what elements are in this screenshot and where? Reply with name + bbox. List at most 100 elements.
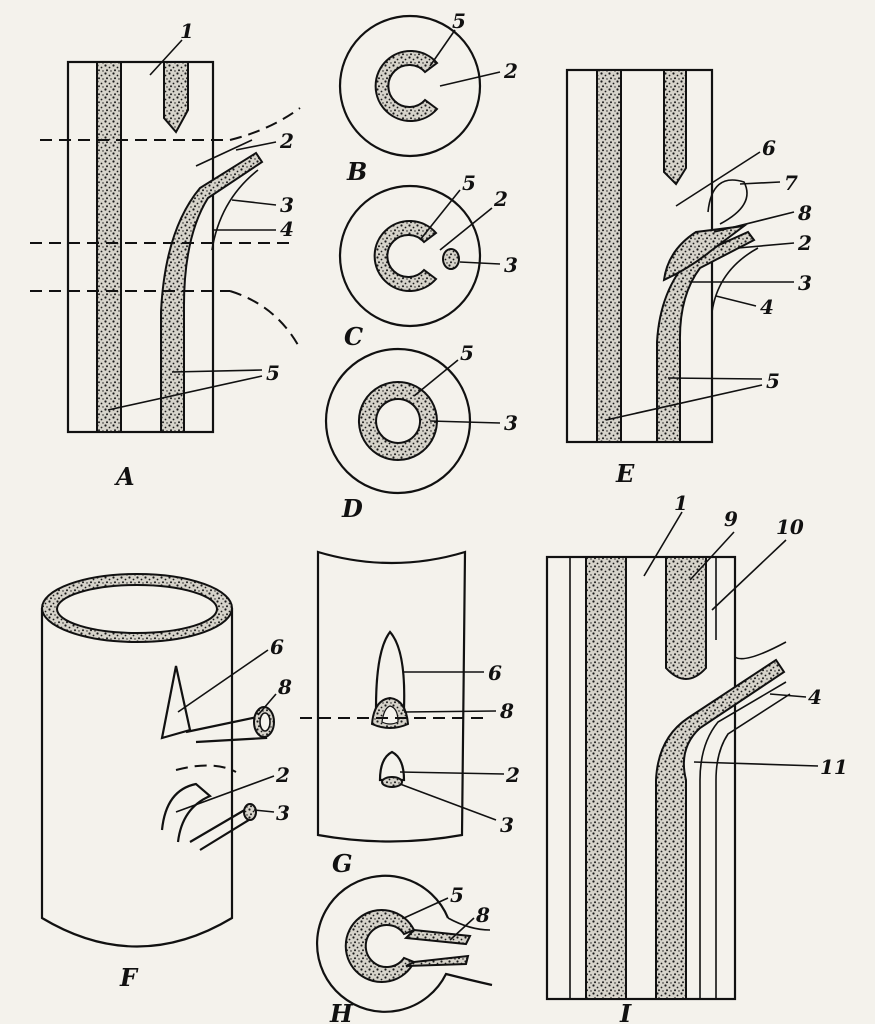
panel-a: 1 2 3 4 5 A — [30, 19, 301, 491]
inner-wall-left — [585, 556, 627, 1000]
num-3: 3 — [280, 193, 294, 217]
num-2: 2 — [503, 59, 518, 83]
leader-2 — [737, 242, 795, 249]
outer-circle — [316, 874, 493, 1013]
leader-3 — [399, 783, 497, 821]
panel-label-h: H — [329, 999, 354, 1024]
panel-g: 6 8 2 3 G — [300, 550, 520, 878]
panel-label-f: F — [119, 963, 139, 992]
leader-3 — [429, 420, 501, 424]
branch-mouth-lumen — [259, 712, 271, 732]
c-shaped-wall — [374, 50, 439, 122]
panel-h: 5 8 H — [316, 874, 493, 1024]
leader-2 — [439, 207, 493, 251]
inner-wall-left — [96, 61, 122, 433]
ring-wall — [357, 381, 438, 461]
leader-11 — [693, 761, 819, 767]
leader-4 — [715, 295, 757, 307]
leader-6 — [177, 649, 269, 713]
num-4: 4 — [280, 217, 294, 241]
outer-branch-a — [734, 641, 787, 660]
num-7: 7 — [784, 171, 798, 195]
num-2: 2 — [493, 187, 508, 211]
leader-3 — [231, 199, 277, 206]
num-5: 5 — [460, 341, 474, 365]
leader-5 — [429, 29, 456, 67]
leader-4 — [769, 693, 807, 698]
leader-1 — [149, 39, 183, 76]
leader-5 — [403, 897, 449, 919]
num-8: 8 — [475, 903, 490, 927]
panel-d: 5 3 D — [324, 341, 518, 523]
panel-label-i: I — [619, 999, 632, 1024]
num-3: 3 — [504, 253, 518, 277]
outer-branch-b — [699, 681, 787, 999]
opening-3 — [381, 776, 403, 788]
opening-8-lumen — [381, 705, 399, 725]
septum-line — [195, 139, 253, 167]
cylinder-body — [40, 608, 234, 948]
leader-1 — [643, 511, 683, 577]
num-10: 10 — [776, 515, 804, 539]
inner-wall-right — [655, 658, 786, 1000]
outer-circle — [338, 14, 482, 158]
panel-label-d: D — [341, 494, 363, 523]
num-2: 2 — [505, 763, 520, 787]
leader-2 — [235, 141, 277, 151]
num-1: 1 — [674, 491, 688, 515]
outer-branch-c — [715, 693, 791, 999]
branch-bud — [707, 179, 748, 225]
leader-7 — [739, 181, 781, 185]
panel-e: 6 7 8 2 3 4 5 E — [565, 68, 812, 488]
branch-wall-upper — [403, 928, 472, 946]
branch-wall-lower — [405, 954, 470, 967]
panel-label-b: B — [346, 157, 367, 186]
vessel-outline — [66, 60, 215, 434]
panel-f: 6 8 2 3 F — [40, 573, 292, 992]
num-4: 4 — [760, 295, 774, 319]
leader-8 — [449, 917, 475, 941]
upper-wall-stub — [665, 556, 707, 680]
leader-5 — [413, 359, 459, 397]
leader-8 — [403, 710, 497, 713]
leader-5b — [171, 369, 263, 373]
panel-c: 5 2 3 C — [338, 171, 518, 351]
num-3: 3 — [798, 271, 812, 295]
num-8: 8 — [277, 675, 292, 699]
leader-2 — [175, 775, 275, 813]
leader-5a — [605, 384, 763, 421]
leader-5b — [667, 377, 763, 380]
inner-wall-right — [160, 151, 264, 433]
leader-8 — [257, 693, 277, 716]
leader-8 — [713, 211, 795, 233]
section-line-b-curve — [229, 107, 301, 141]
panel-label-a: A — [114, 462, 135, 491]
panel-i: 1 9 10 4 11 I — [545, 491, 848, 1024]
num-5: 5 — [450, 883, 464, 907]
outer-circle-branch — [447, 917, 491, 931]
num-3: 3 — [276, 801, 290, 825]
vessel-segment — [316, 550, 467, 843]
branch-vessel-section — [442, 248, 460, 270]
num-8: 8 — [499, 699, 514, 723]
outer-branch-curve — [211, 169, 259, 251]
panel-label-e: E — [615, 459, 635, 488]
leader-3 — [459, 261, 501, 265]
outer-branch-curve — [711, 247, 759, 313]
inner-wall-left — [596, 69, 622, 443]
c-shaped-wall — [344, 909, 416, 983]
num-6: 6 — [762, 136, 776, 160]
num-2: 2 — [797, 231, 812, 255]
opening-6 — [374, 630, 406, 710]
inner-wall-right — [656, 230, 756, 443]
panel-label-g: G — [332, 849, 353, 878]
num-3: 3 — [504, 411, 518, 435]
cylinder-lumen — [56, 584, 218, 634]
panel-label-c: C — [344, 322, 363, 351]
num-6: 6 — [488, 661, 502, 685]
hidden-edge — [175, 764, 237, 773]
panel-b: 5 2 B — [338, 9, 518, 186]
num-4: 4 — [808, 685, 822, 709]
branch-flap — [662, 224, 748, 282]
